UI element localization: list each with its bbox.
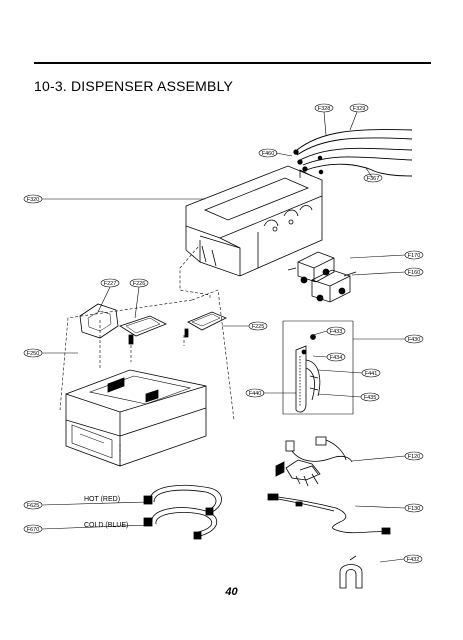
svg-text:F329: F329	[353, 106, 366, 112]
callout-f434: F434	[326, 352, 346, 362]
svg-text:F433: F433	[330, 329, 343, 335]
callout-f250: F250	[23, 348, 43, 358]
callout-f670: F670	[23, 524, 43, 534]
assembly-dashed-lines	[59, 246, 235, 466]
callout-f170: F170	[404, 250, 424, 260]
callout-f160: F160	[404, 267, 424, 277]
callout-f130: F130	[404, 503, 424, 513]
callout-f328: F328	[314, 103, 334, 113]
callout-f440: F440	[245, 388, 265, 398]
inlet-hoses	[143, 484, 222, 540]
svg-text:F328: F328	[318, 106, 331, 112]
dispenser-drawer	[65, 369, 207, 467]
svg-text:F130: F130	[408, 506, 421, 512]
svg-text:F160: F160	[408, 270, 421, 276]
svg-text:F432: F432	[407, 557, 420, 563]
wire-harness	[275, 436, 353, 487]
svg-text:F225: F225	[252, 324, 265, 330]
sensor-assembly	[295, 334, 321, 413]
water-valves	[287, 251, 357, 303]
svg-text:F120: F120	[408, 454, 421, 460]
callout-f430: F430	[404, 334, 424, 344]
svg-text:F226: F226	[133, 281, 146, 287]
svg-text:F625: F625	[27, 503, 40, 509]
svg-text:F430: F430	[408, 337, 421, 343]
callout-f460: F460	[258, 148, 278, 158]
svg-text:F367: F367	[367, 176, 380, 182]
callout-f435: F435	[360, 392, 380, 402]
svg-text:F434: F434	[330, 355, 343, 361]
leader-lines	[41, 111, 406, 563]
callout-f329: F329	[349, 103, 369, 113]
callout-f625: F625	[23, 500, 43, 510]
dispenser-housing	[185, 165, 323, 277]
callout-f433: F433	[326, 326, 346, 336]
page-number: 40	[225, 586, 238, 598]
hose-clamp	[339, 555, 363, 589]
svg-text:F460: F460	[262, 151, 275, 157]
water-hoses	[293, 129, 413, 177]
svg-text:F441: F441	[365, 371, 378, 377]
callout-f432: F432	[403, 554, 423, 564]
callout-f226: F226	[129, 278, 149, 288]
page-title: 10-3. DISPENSER ASSEMBLY	[34, 78, 234, 94]
drawer-caps	[79, 303, 227, 345]
svg-text:F170: F170	[408, 253, 421, 259]
callout-f367: F367	[363, 173, 383, 183]
callout-f225: F225	[248, 321, 268, 331]
svg-text:F320: F320	[27, 197, 40, 203]
callout-f120: F120	[404, 451, 424, 461]
svg-text:F435: F435	[364, 395, 377, 401]
callout-f320: F320	[23, 194, 43, 204]
svg-text:F440: F440	[249, 391, 262, 397]
svg-text:F227: F227	[104, 281, 117, 287]
callout-f227: F227	[100, 278, 120, 288]
svg-text:F250: F250	[27, 351, 40, 357]
cold-hose-caption: COLD (BLUE)	[84, 522, 128, 529]
wire-harness-long	[267, 493, 391, 535]
top-rule	[34, 62, 431, 64]
hot-hose-caption: HOT (RED)	[84, 496, 120, 503]
callout-f441: F441	[361, 368, 381, 378]
svg-text:F670: F670	[27, 527, 40, 533]
